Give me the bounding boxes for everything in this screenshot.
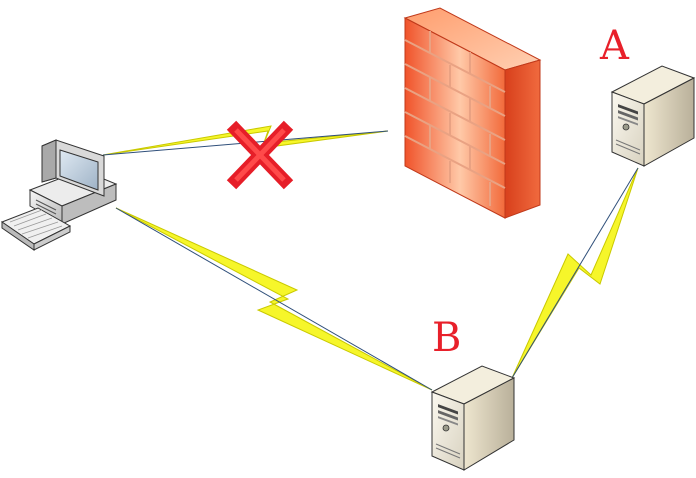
link-workstation-server-b — [115, 207, 433, 391]
firewall-icon — [403, 7, 542, 219]
link-server-b-server-a — [511, 167, 639, 379]
server-a-label: A — [600, 23, 629, 69]
server-b-label: B — [432, 315, 462, 361]
workstation-icon — [0, 139, 118, 251]
server-a-icon — [610, 65, 696, 167]
link-line-3 — [511, 167, 639, 379]
link-line-2 — [115, 207, 433, 391]
x-icon — [226, 120, 294, 190]
server-b-icon — [430, 365, 516, 471]
